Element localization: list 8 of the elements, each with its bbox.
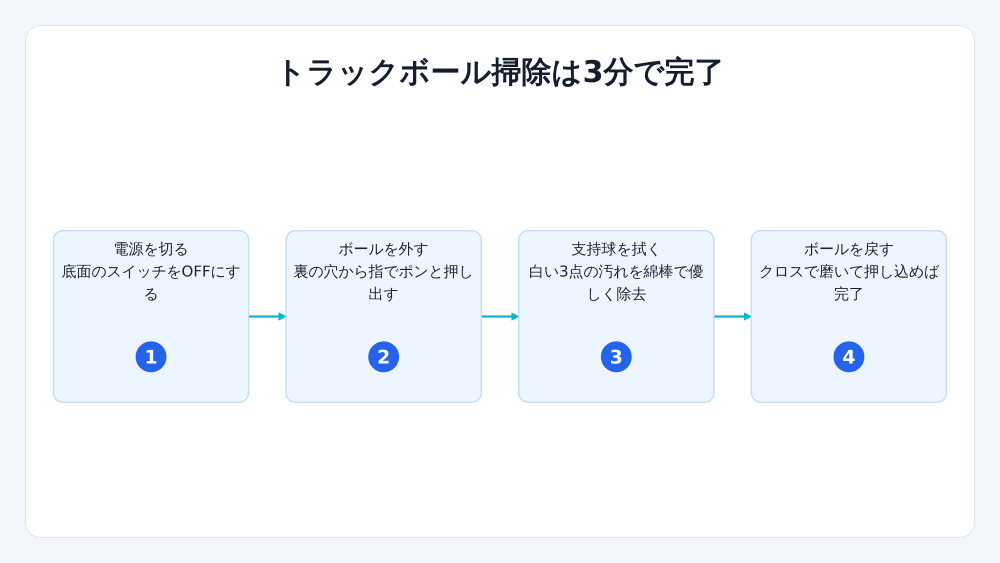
arrow: [481, 312, 520, 321]
node-circle: 1: [136, 341, 166, 372]
arrow: [248, 312, 286, 321]
node-circle: 3: [600, 341, 632, 372]
node-circle: 2: [368, 341, 400, 372]
diagram-title: トラックボール掃除は3分で完了: [274, 54, 726, 92]
node-circle: 4: [834, 341, 864, 372]
arrow: [714, 312, 752, 321]
